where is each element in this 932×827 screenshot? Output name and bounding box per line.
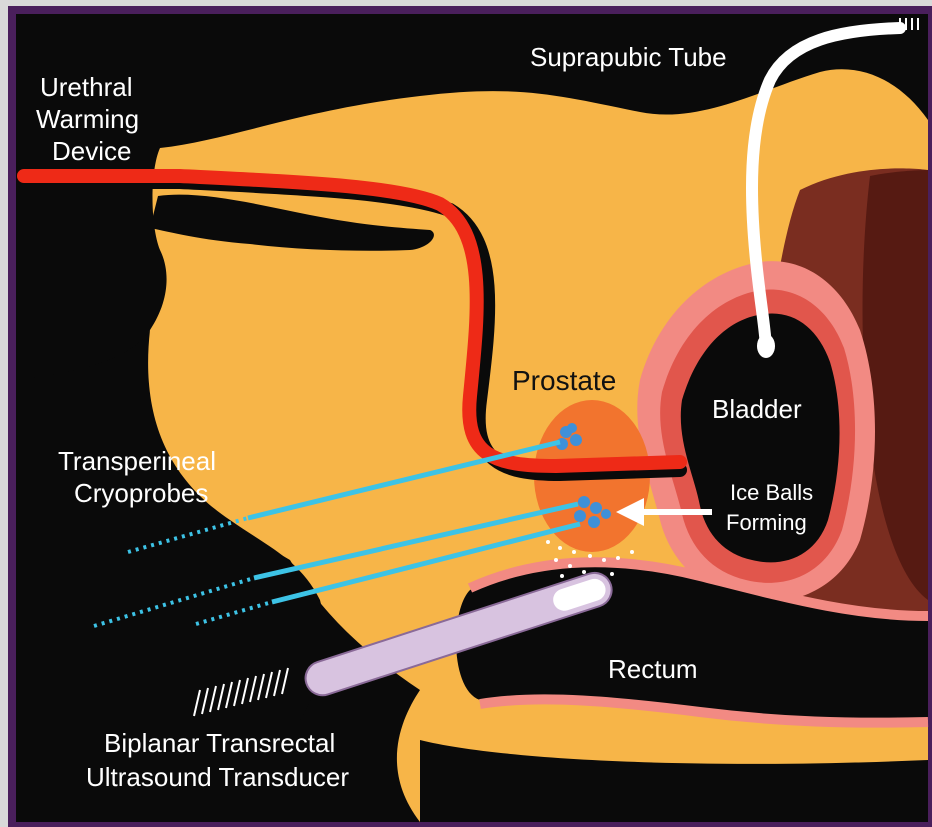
ice-ball (601, 509, 611, 519)
ice-ball (574, 510, 586, 522)
label-rectum: Rectum (608, 654, 698, 684)
label-suprapubic-tube: Suprapubic Tube (530, 42, 727, 72)
ice-ball (570, 434, 582, 446)
label-prostate: Prostate (512, 365, 616, 396)
ice-ball (567, 423, 577, 433)
ice-ball (578, 496, 590, 508)
ice-ball (590, 502, 602, 514)
ice-ball (588, 516, 600, 528)
suprapubic-tube-tip (757, 334, 775, 358)
label-bladder: Bladder (712, 394, 802, 424)
label-urethral-warming-device: Urethral Warming Device (36, 72, 146, 166)
